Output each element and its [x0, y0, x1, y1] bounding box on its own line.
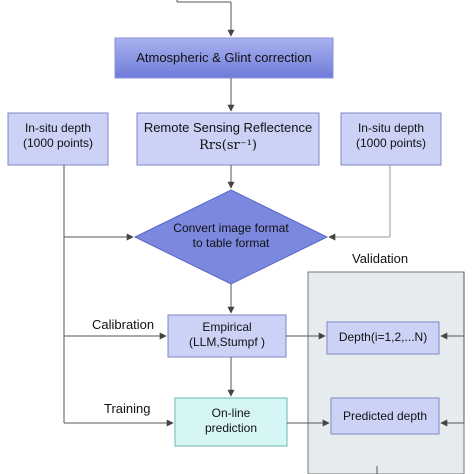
insitu-left-box	[7, 112, 109, 166]
connectors	[63, 0, 465, 474]
rrs-box	[136, 112, 320, 166]
rrs-formula: Rrs(sr⁻¹)	[199, 138, 257, 154]
empirical-line1: Empirical	[202, 320, 252, 334]
insitu-right-line1: In-situ depth	[357, 121, 425, 135]
convert-label: Convert image format to table format	[145, 221, 317, 251]
depth-box	[326, 321, 440, 355]
empirical-label: Empirical (LLM,Stumpf )	[168, 320, 286, 350]
atmospheric-correction-box	[114, 37, 334, 79]
online-line1: On-line	[211, 406, 251, 420]
insitu-left-line1: In-situ depth	[24, 121, 92, 135]
predicted-depth-box	[330, 397, 440, 435]
convert-line1: Convert image format	[173, 221, 289, 235]
calibration-label: Calibration	[92, 317, 155, 332]
depth-label: Depth(i=1,2,...N)	[338, 330, 428, 344]
empirical-line2: (LLM,Stumpf )	[188, 335, 266, 349]
empirical-box	[167, 314, 287, 358]
validation-panel	[307, 271, 465, 474]
insitu-left-label: In-situ depth (1000 points)	[8, 121, 108, 151]
atmospheric-label: Atmospheric & Glint correction	[136, 50, 312, 65]
rrs-label: Remote Sensing Reflectence Rrs(sr⁻¹)	[137, 120, 319, 155]
online-line2: prediction	[204, 421, 258, 435]
predicted-label: Predicted depth	[342, 409, 428, 423]
insitu-right-label: In-situ depth (1000 points)	[341, 121, 441, 151]
insitu-left-line2: (1000 points)	[22, 136, 94, 150]
rrs-title: Remote Sensing Reflectence	[143, 120, 313, 135]
validation-label: Validation	[352, 251, 409, 266]
online-label: On-line prediction	[175, 406, 287, 436]
insitu-right-box	[340, 112, 442, 166]
convert-line2: to table format	[192, 236, 270, 250]
online-prediction-box	[174, 397, 288, 447]
training-label: Training	[104, 401, 151, 416]
insitu-right-line2: (1000 points)	[355, 136, 427, 150]
